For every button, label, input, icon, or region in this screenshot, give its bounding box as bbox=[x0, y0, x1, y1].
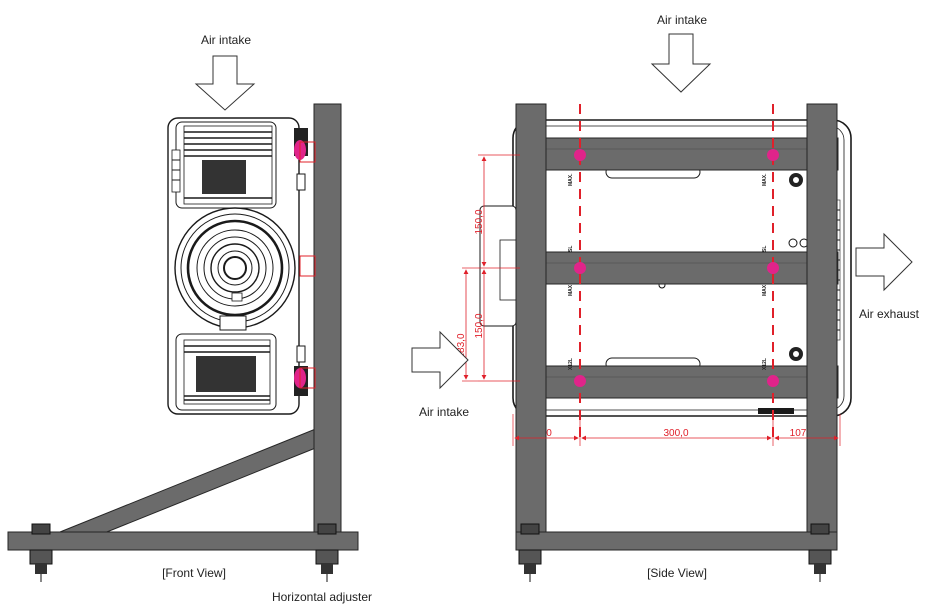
front-top-vent bbox=[183, 125, 273, 205]
horizontal-adjuster-label: Horizontal adjuster bbox=[272, 590, 372, 604]
side-air-intake-top-arrow-icon bbox=[650, 33, 712, 93]
side-marking-max-right: MAX. bbox=[762, 173, 768, 186]
front-base-beam bbox=[7, 531, 359, 551]
side-marking-x12-left: X12L bbox=[568, 358, 574, 370]
side-marking-sl-right: SL bbox=[762, 246, 768, 252]
front-bottom-vent bbox=[183, 339, 271, 405]
side-view-caption: [Side View] bbox=[647, 566, 707, 580]
front-air-intake-arrow-icon bbox=[194, 55, 256, 111]
front-adjuster-right-icon bbox=[315, 523, 339, 582]
front-adjuster-left-icon bbox=[29, 523, 53, 582]
side-cross-beam-middle bbox=[515, 251, 839, 285]
dim-right-margin: 107 bbox=[790, 428, 807, 439]
front-view: Air intake bbox=[7, 33, 372, 604]
side-mount-points bbox=[574, 149, 779, 387]
side-base-beam bbox=[515, 531, 838, 551]
side-air-intake-left-arrow-icon bbox=[411, 330, 469, 390]
side-adjuster-left-icon bbox=[518, 523, 542, 582]
side-horizontal-dimensions: 0 300,0 107 bbox=[512, 414, 841, 446]
dim-center-span: 300,0 bbox=[663, 428, 688, 439]
side-marking-x12-right: X12L bbox=[762, 358, 768, 370]
side-air-intake-left-label: Air intake bbox=[419, 405, 469, 419]
air-exhaust-label: Air exhaust bbox=[859, 307, 920, 321]
dim-left-margin: 0 bbox=[546, 428, 552, 439]
side-marking-sl-left: SL bbox=[568, 246, 574, 252]
side-marking-max-left-2: MAX. bbox=[568, 283, 574, 296]
air-exhaust-arrow-icon bbox=[855, 232, 913, 292]
front-projector bbox=[167, 117, 308, 415]
side-view: Air intake bbox=[411, 13, 920, 582]
side-vertical-dimensions: 150,0 150,0 283,0 bbox=[456, 154, 520, 382]
front-diagonal-brace bbox=[59, 427, 319, 547]
side-cross-beam-lower bbox=[515, 365, 839, 399]
front-air-intake-label: Air intake bbox=[201, 33, 251, 47]
side-air-intake-top-label: Air intake bbox=[657, 13, 707, 27]
dim-vertical-upper: 150,0 bbox=[474, 209, 485, 234]
side-marking-max-left: MAX. bbox=[568, 173, 574, 186]
side-cross-beam-upper bbox=[515, 137, 839, 171]
front-vertical-post bbox=[313, 103, 342, 535]
front-view-caption: [Front View] bbox=[162, 566, 226, 580]
front-mount-points bbox=[294, 140, 316, 389]
side-marking-max-right-2: MAX. bbox=[762, 283, 768, 296]
dim-vertical-lower: 150,0 bbox=[474, 313, 485, 338]
side-post-right bbox=[806, 103, 838, 535]
side-adjuster-right-icon bbox=[808, 523, 832, 582]
side-post-left bbox=[515, 103, 547, 535]
front-lens bbox=[174, 207, 296, 329]
dim-vertical-total: 283,0 bbox=[456, 333, 467, 358]
